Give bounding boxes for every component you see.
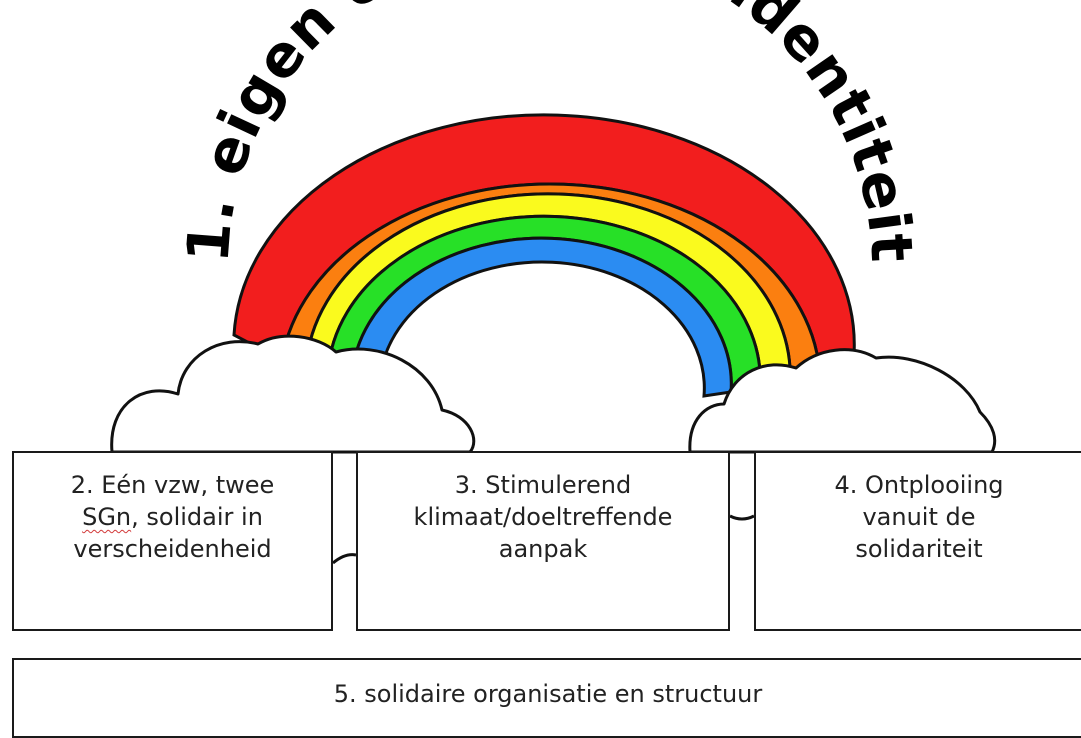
box2-line3: verscheidenheid <box>73 535 272 563</box>
box2-sgn-misspelled: SGn <box>82 503 132 531</box>
connector-box3-box4 <box>729 514 755 521</box>
box3-line1: 3. Stimulerend <box>454 471 632 499</box>
box4-line1: 4. Ontplooiing <box>834 471 1004 499</box>
box5-line1: 5. solidaire organisatie en structuur <box>333 680 763 708</box>
box3-line3: aanpak <box>498 535 588 563</box>
box2-line2: SGn, solidair in <box>14 501 331 533</box>
element-box-4: 4. Ontplooiing vanuit de solidariteit <box>754 451 1081 631</box>
box4-line3: solidariteit <box>855 535 983 563</box>
cloud-left <box>110 334 476 454</box>
box2-line2-rest: , solidair in <box>131 503 263 531</box>
box2-line1: 2. Eén vzw, twee <box>70 471 275 499</box>
box4-line2: vanuit de <box>862 503 976 531</box>
cloud-left-shape <box>110 334 476 454</box>
cloud-right-shape <box>688 348 997 454</box>
box-connectors <box>332 514 755 565</box>
cloud-right <box>688 348 997 454</box>
element-box-5: 5. solidaire organisatie en structuur <box>12 658 1081 738</box>
element-box-3: 3. Stimulerend klimaat/doeltreffende aan… <box>356 451 730 631</box>
connector-box2-box3 <box>332 553 357 565</box>
box3-line2: klimaat/doeltreffende <box>413 503 673 531</box>
element-box-2: 2. Eén vzw, twee SGn, solidair in versch… <box>12 451 333 631</box>
